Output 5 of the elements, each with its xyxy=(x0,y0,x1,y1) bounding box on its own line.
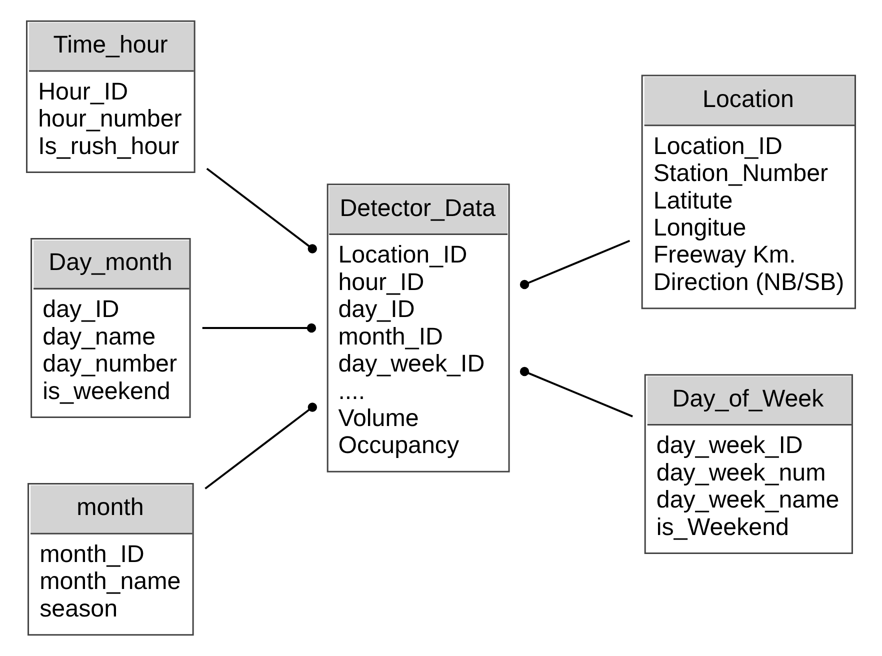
connector xyxy=(520,366,633,418)
connector xyxy=(206,168,317,254)
connector xyxy=(202,323,316,333)
connector xyxy=(204,402,318,490)
connector xyxy=(520,240,630,290)
